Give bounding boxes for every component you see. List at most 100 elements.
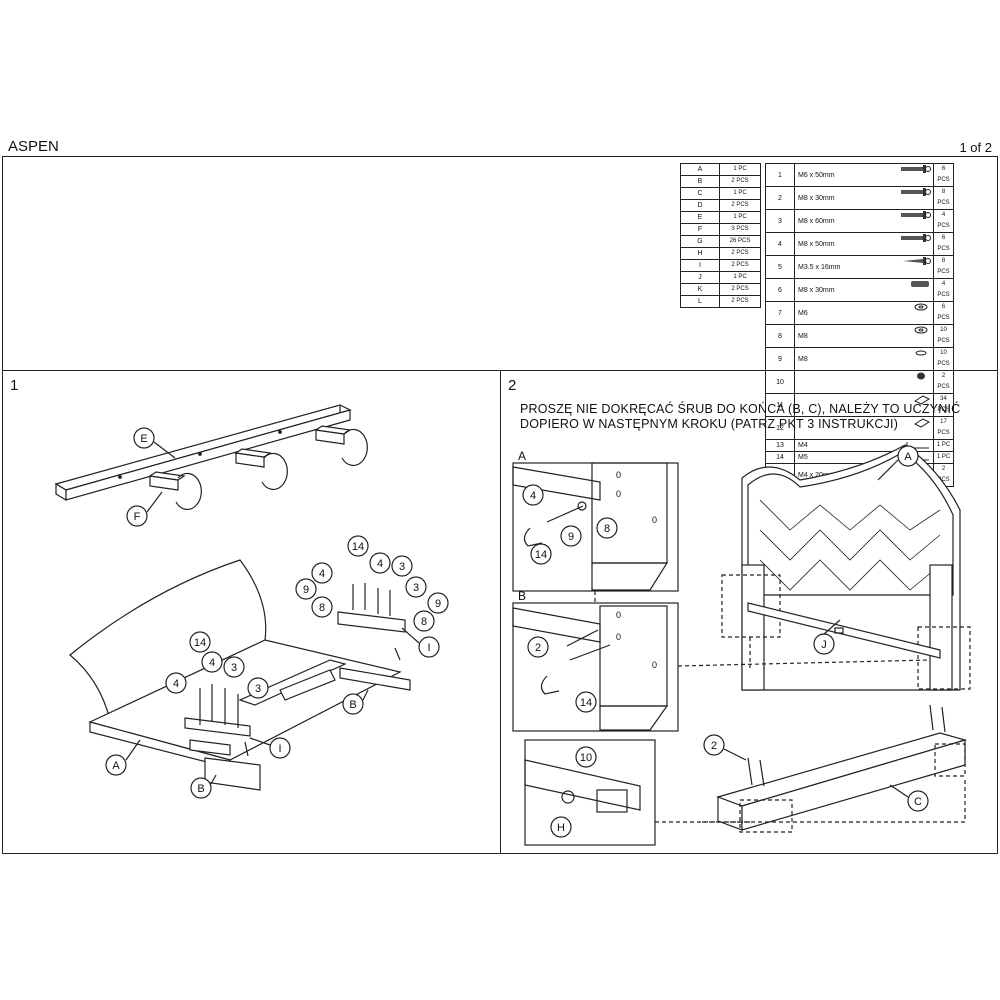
bolt-icon	[901, 188, 931, 200]
label-2-10: 10	[580, 752, 592, 764]
step-1-number: 1	[10, 377, 19, 394]
hole-mark: 0	[616, 632, 621, 642]
callouts-step-1	[105, 427, 449, 799]
washer-icon	[901, 326, 931, 338]
label-b: B	[197, 783, 204, 795]
detail-b-box	[512, 602, 679, 732]
bolt-icon	[901, 165, 931, 177]
label-2-j: J	[821, 639, 827, 651]
detail-b-letter: B	[518, 589, 526, 603]
hole-mark: 0	[616, 470, 621, 480]
hardware-size: M4 x 20mm	[798, 471, 835, 479]
spring-washer-icon	[901, 349, 931, 361]
label-2-c: C	[914, 796, 922, 808]
callout-labels: E F A B B I I 14 4 3 4 3 14 4 4 3 9 8 3 …	[112, 433, 922, 834]
hardware-size-cell: M8 x 50mm	[794, 232, 934, 256]
label-i: I	[427, 642, 430, 654]
hardware-number: 4	[765, 232, 795, 256]
guide-lines	[594, 591, 966, 823]
headboard-a	[721, 444, 971, 691]
cap-icon	[901, 372, 931, 384]
detail-a-letter: A	[518, 449, 526, 463]
label-9: 9	[303, 584, 309, 596]
hardware-size: M8 x 30mm	[798, 194, 835, 202]
label-a: A	[112, 760, 120, 772]
rail-e	[54, 404, 352, 502]
part-count: 2 PCS	[719, 295, 761, 308]
step-2-number: 2	[508, 377, 517, 394]
hardware-number: 2	[765, 186, 795, 210]
hardware-size: M6 x 50mm	[798, 171, 835, 179]
hardware-size: M8	[798, 355, 808, 363]
hardware-size-cell: M8 x 60mm	[794, 209, 934, 233]
detail-h-parts	[524, 759, 641, 813]
detail-a-parts	[512, 462, 669, 591]
bolt-icon	[901, 211, 931, 223]
label-2-4: 4	[530, 490, 536, 502]
pad-icon	[901, 395, 931, 409]
label-2-2b: 2	[535, 642, 541, 654]
note-line-1: PROSZĘ NIE DOKRĘCAĆ ŚRUB DO KOŃCA (B, C)…	[520, 402, 961, 416]
step-2-note: PROSZĘ NIE DOKRĘCAĆ ŚRUB DO KOŃCA (B, C)…	[520, 402, 990, 432]
rail-j	[747, 602, 941, 659]
hole-mark: 0	[616, 610, 621, 620]
hardware-count: 10 PCS	[933, 324, 954, 348]
label-2-a: A	[904, 451, 912, 463]
hardware-number: 1	[765, 163, 795, 187]
label-2-2: 2	[711, 740, 717, 752]
step-1-drawing	[54, 404, 449, 799]
note-line-2: DOPIERO W NASTĘPNYM KROKU (PATRZ PKT 3 I…	[520, 417, 899, 431]
label-4-3: 4	[319, 568, 325, 580]
detail-letters: A B	[518, 449, 526, 603]
hardware-size-cell: M8 x 30mm	[794, 186, 934, 210]
hardware-count: 10 PCS	[933, 347, 954, 371]
hardware-number: 11	[765, 393, 795, 417]
hole-mark: 0	[652, 515, 657, 525]
dowel-icon	[901, 280, 931, 292]
label-e: E	[140, 433, 147, 445]
frame-c	[716, 704, 968, 833]
label-2-14b: 14	[580, 697, 592, 709]
hardware-number: 9	[765, 347, 795, 371]
label-2-h: H	[557, 822, 565, 834]
bed-frame	[69, 559, 411, 791]
label-i-2: I	[278, 743, 281, 755]
page-number: 1 of 2	[959, 140, 992, 155]
callouts-step-2	[522, 445, 929, 838]
pad-icon	[901, 418, 931, 432]
hardware-size-cell	[794, 416, 934, 440]
bolts-step-1	[199, 583, 391, 728]
label-4: 4	[209, 657, 215, 669]
bolt-icon	[901, 234, 931, 246]
hardware-size: M8 x 30mm	[798, 286, 835, 294]
leg-blocks-f	[148, 425, 368, 511]
detail-b-parts	[512, 605, 669, 731]
label-3: 3	[231, 662, 237, 674]
label-3-3: 3	[399, 561, 405, 573]
label-f: F	[134, 511, 141, 523]
hole-mark: 0	[652, 660, 657, 670]
hardware-size: M6	[798, 309, 808, 317]
hardware-size-cell	[794, 393, 934, 417]
hardware-size-cell: M8	[794, 347, 934, 371]
label-b-2: B	[349, 699, 356, 711]
label-3-2: 3	[255, 683, 261, 695]
hole-marks: 0 0 0 0 0 0	[616, 470, 657, 670]
label-14-2: 14	[352, 541, 364, 553]
label-8: 8	[319, 602, 325, 614]
